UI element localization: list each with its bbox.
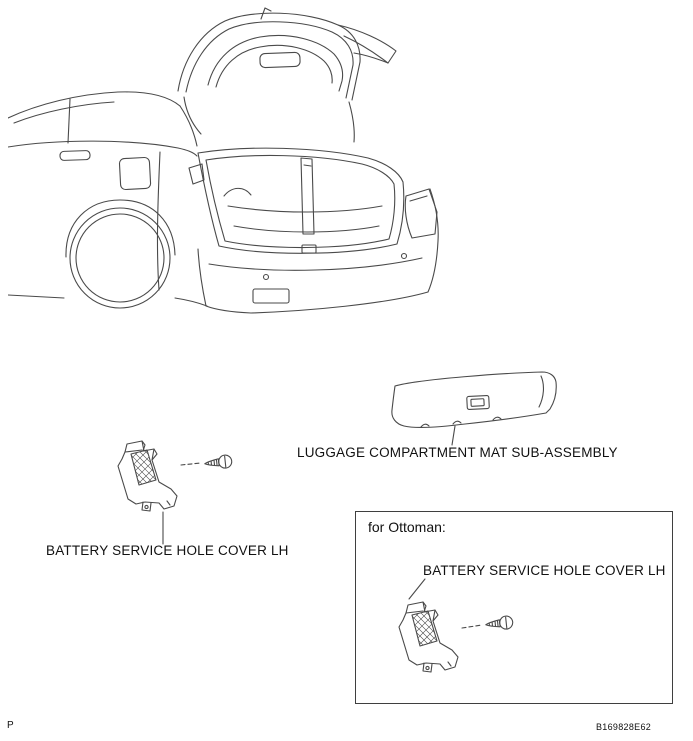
- taillights: [188, 163, 438, 239]
- leader-line-ottoman: [408, 578, 426, 600]
- luggage-mat-illustration: [391, 371, 557, 446]
- screw-icon: [203, 453, 233, 471]
- door-handle: [59, 150, 91, 161]
- label-battery-cover: BATTERY SERVICE HOLE COVER LH: [46, 543, 289, 558]
- ottoman-variant-box: for Ottoman: BATTERY SERVICE HOLE COVER …: [355, 511, 673, 704]
- screw-icon-ottoman: [484, 614, 514, 632]
- cabin-roofline: [8, 91, 198, 157]
- figure-code: B169828E62: [596, 722, 652, 732]
- label-battery-cover-ottoman: BATTERY SERVICE HOLE COVER LH: [423, 563, 666, 578]
- label-luggage-mat: LUGGAGE COMPARTMENT MAT SUB-ASSEMBLY: [297, 445, 618, 460]
- rear-body-bumper: [197, 188, 439, 314]
- trunk-lid-open: [177, 12, 397, 143]
- page-marker: P: [7, 720, 14, 731]
- antenna-mark: [260, 7, 272, 20]
- battery-cover-illustration: [105, 437, 233, 545]
- trunk-opening: [197, 147, 408, 281]
- ottoman-title: for Ottoman:: [368, 519, 446, 535]
- fuel-door: [118, 156, 152, 191]
- screw-dashed-line-ottoman: [461, 624, 483, 629]
- screw-dashed-line: [180, 462, 202, 466]
- rear-wheel: [65, 199, 176, 309]
- leader-line-mat: [451, 425, 456, 446]
- vehicle-illustration: [8, 7, 439, 314]
- battery-cover-ottoman-illustration: [374, 570, 514, 698]
- trunk-latch: [301, 244, 317, 254]
- license-recess: [252, 288, 290, 304]
- mat-handle: [466, 394, 490, 411]
- body-side: [8, 150, 208, 307]
